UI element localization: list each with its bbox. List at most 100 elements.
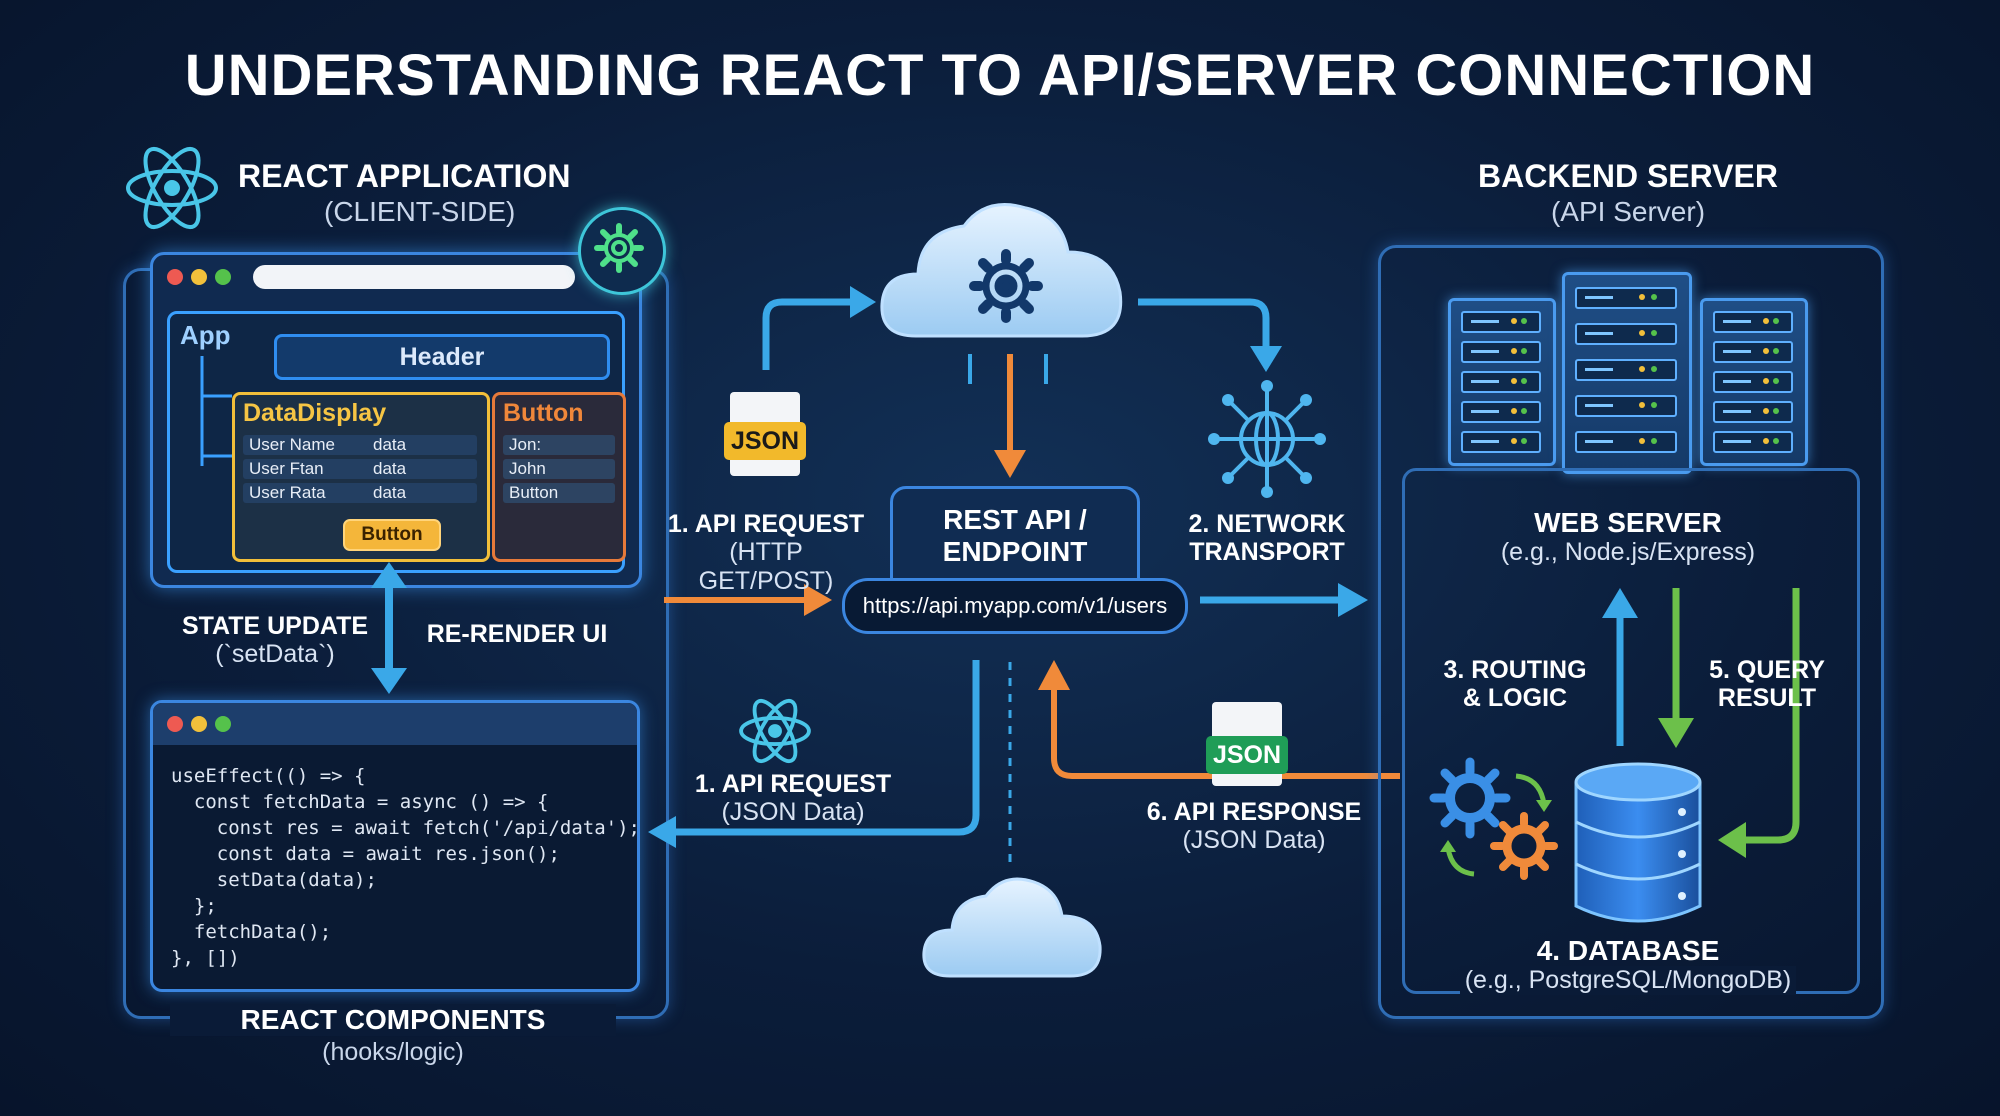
- code-line: };: [171, 895, 217, 917]
- arrow-cloud-to-network-head: [1250, 346, 1282, 372]
- server-rack: [1700, 298, 1808, 466]
- arrow-cloud-to-rest-head: [994, 450, 1026, 478]
- code-line: const fetchData = async () => {: [171, 791, 549, 813]
- state-update-arrow: [371, 562, 407, 694]
- data-row-value: data: [373, 459, 407, 478]
- code-line: }, []): [171, 947, 240, 969]
- code-line: const data = await res.json();: [171, 843, 560, 865]
- arrow-query-result: [1746, 588, 1800, 844]
- network-globe-icon: [1208, 380, 1326, 498]
- button-panel-row: John: [503, 459, 615, 479]
- request-top-label: 1. API REQUEST: [667, 510, 865, 538]
- routing-line2: & LOGIC: [1462, 684, 1568, 712]
- datadisplay-title: DataDisplay: [243, 399, 387, 427]
- json-tag: JSON: [1206, 736, 1288, 774]
- client-subheading: (CLIENT-SIDE): [324, 196, 516, 227]
- browser-window: App Header DataDisplay User Name data Us…: [150, 252, 642, 588]
- window-minimize-dot: [191, 269, 207, 285]
- header-component: Header: [274, 334, 610, 380]
- window-minimize-dot: [191, 716, 207, 732]
- react-logo-icon: [126, 146, 218, 230]
- arrow-routing-up-head: [1602, 588, 1638, 618]
- server-slot: [1461, 341, 1541, 363]
- arrow-cloud-to-network: [1138, 298, 1270, 346]
- server-rack: [1448, 298, 1556, 466]
- code-titlebar: [153, 703, 637, 745]
- data-row-name: User Name: [249, 435, 335, 454]
- server-slot: [1713, 371, 1793, 393]
- window-maximize-dot: [215, 269, 231, 285]
- client-heading: REACT APPLICATION: [238, 158, 571, 194]
- backend-heading: BACKEND SERVER: [1478, 158, 1778, 194]
- data-row: User Rata data: [243, 483, 477, 503]
- server-slot: [1713, 431, 1793, 453]
- gears-icon: [1429, 757, 1558, 880]
- gear-icon: [594, 223, 644, 273]
- data-row-name: User Rata: [249, 483, 326, 502]
- arrow-response-head: [1038, 660, 1070, 690]
- rest-title-line2: ENDPOINT: [942, 536, 1088, 567]
- query-line2: RESULT: [1717, 684, 1817, 712]
- server-slot: [1575, 287, 1677, 309]
- datadisplay-button[interactable]: Button: [343, 519, 441, 551]
- state-update-code: (`setData`): [215, 640, 335, 668]
- button-component: Button Jon: John Button: [492, 392, 626, 562]
- code-line: useEffect(() => {: [171, 765, 366, 787]
- state-update-label: STATE UPDATE: [181, 612, 369, 640]
- arrow-client-to-endpoint-head: [804, 584, 832, 616]
- data-row: User Name data: [243, 435, 477, 455]
- arrow-json-to-cloud: [762, 298, 852, 370]
- web-server-label: WEB SERVER: [1534, 507, 1722, 538]
- datadisplay-component: DataDisplay User Name data User Ftan dat…: [232, 392, 490, 562]
- endpoint-url: https://api.myapp.com/v1/users: [842, 578, 1188, 634]
- button-panel-row: Button: [503, 483, 615, 503]
- request-bottom-sub: (JSON Data): [721, 798, 865, 826]
- json-document-icon: JSON: [724, 392, 806, 476]
- window-close-dot: [167, 269, 183, 285]
- server-slot: [1713, 401, 1793, 423]
- server-slot: [1575, 431, 1677, 453]
- json-document-icon: JSON: [1206, 702, 1288, 786]
- components-subheading: (hooks/logic): [322, 1038, 464, 1066]
- button-panel-row: Jon:: [503, 435, 615, 455]
- code-line: fetchData();: [171, 921, 332, 943]
- network-label-line1: 2. NETWORK: [1188, 510, 1346, 538]
- server-slot: [1713, 311, 1793, 333]
- cloud-icon: [922, 877, 1102, 978]
- arrow-json-to-cloud-head: [850, 286, 876, 318]
- server-slot: [1461, 401, 1541, 423]
- response-label: 6. API RESPONSE: [1146, 798, 1362, 826]
- window-close-dot: [167, 716, 183, 732]
- server-slot: [1461, 431, 1541, 453]
- code-line: const res = await fetch('/api/data');: [171, 817, 640, 839]
- json-tag: JSON: [724, 422, 806, 460]
- network-label-line2: TRANSPORT: [1189, 538, 1345, 566]
- rerender-label: RE-RENDER UI: [426, 620, 608, 648]
- backend-subheading: (API Server): [1550, 196, 1706, 227]
- server-slot: [1575, 359, 1677, 381]
- arrow-query-result-head: [1718, 822, 1746, 858]
- database-label: 4. DATABASE: [1536, 935, 1720, 966]
- data-row-value: data: [373, 435, 407, 454]
- tree-connector: [200, 356, 232, 466]
- web-server-sub: (e.g., Node.js/Express): [1500, 538, 1756, 566]
- server-slot: [1575, 395, 1677, 417]
- settings-badge: [578, 207, 666, 295]
- routing-line1: 3. ROUTING: [1443, 656, 1587, 684]
- app-component: App Header DataDisplay User Name data Us…: [167, 311, 626, 573]
- arrow-endpoint-to-client: [676, 660, 980, 836]
- rest-title-line1: REST API /: [943, 504, 1087, 535]
- app-label: App: [180, 320, 231, 350]
- server-rack: [1562, 272, 1692, 474]
- window-maximize-dot: [215, 716, 231, 732]
- arrow-query-down-head: [1658, 718, 1694, 748]
- database-icon: [1574, 762, 1702, 923]
- server-slot: [1713, 341, 1793, 363]
- server-slot: [1575, 323, 1677, 345]
- database-sub: (e.g., PostgreSQL/MongoDB): [1460, 966, 1796, 995]
- request-top-sub: (HTTP GET/POST): [698, 538, 834, 595]
- cloud-icon: [880, 203, 1123, 338]
- server-slot: [1461, 311, 1541, 333]
